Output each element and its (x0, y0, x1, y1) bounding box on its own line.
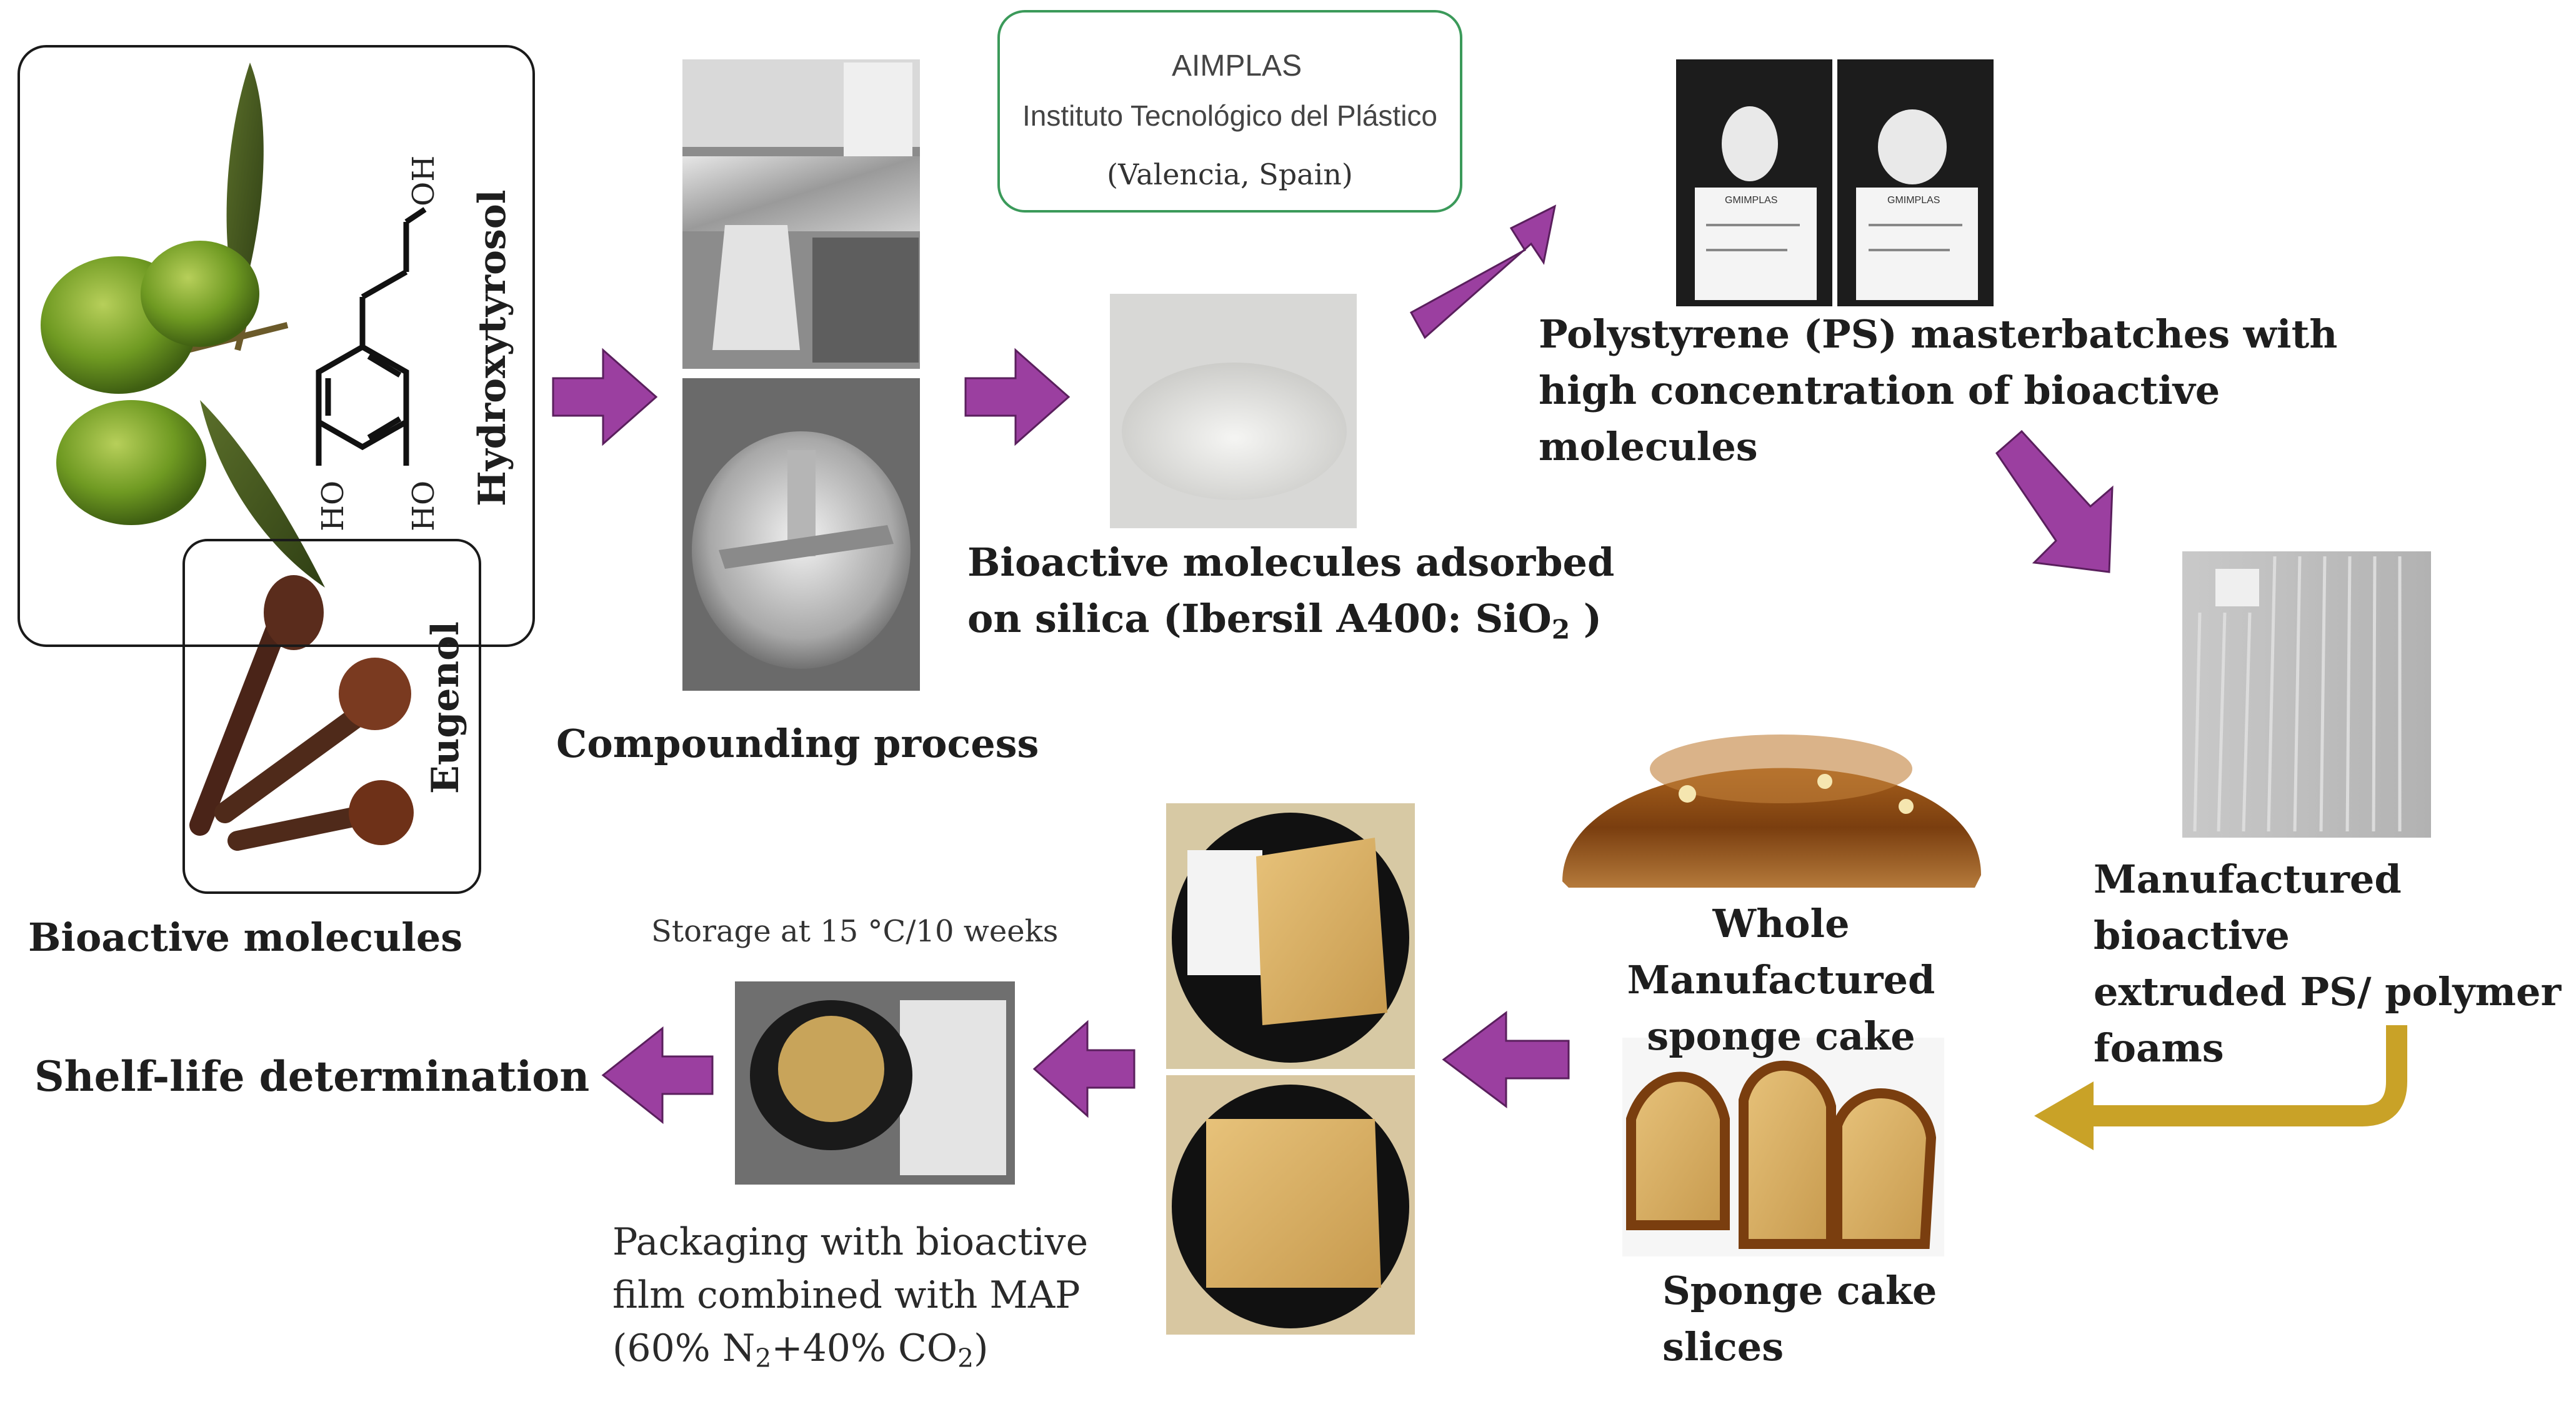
storage-caption: Storage at 15 °C/10 weeks (651, 914, 1059, 949)
shelf-life-caption: Shelf-life determination (34, 1052, 590, 1101)
packaging-line3-d: 2 (957, 1343, 974, 1374)
plated-cake-photo-1 (1166, 803, 1415, 1069)
masterbatch-line2: high concentration of bioactive (1539, 367, 2220, 413)
arrow-6 (1442, 1011, 1570, 1108)
masterbatch-bag-label-1: GMIMPLAS (1725, 195, 1778, 206)
chem-oh-label: OH (406, 155, 441, 206)
masterbatch-caption: Polystyrene (PS) masterbatches with high… (1539, 306, 2337, 475)
foams-line1: Manufactured bioactive (2094, 856, 2402, 958)
foams-line3: foams (2094, 1025, 2224, 1071)
whole-cake-caption: Whole Manufactured sponge cake (1556, 896, 2006, 1065)
aimplas-box: AIMPLAS Instituto Tecnológico del Plásti… (997, 10, 1462, 213)
arrow-4 (1995, 429, 2114, 573)
whole-cake-line1: Whole Manufactured (1627, 901, 1935, 1003)
arrow-1 (552, 348, 658, 446)
packaging-line1: Packaging with bioactive (612, 1220, 1089, 1264)
arrow-2 (964, 348, 1071, 446)
chem-ho-label-1: HO (316, 480, 351, 531)
slices-line2: slices (1662, 1323, 1784, 1370)
packaging-line3-a: (60% N (612, 1326, 756, 1371)
arrow-8 (601, 1026, 714, 1125)
aimplas-name: AIMPLAS (1172, 49, 1302, 83)
cake-slices-photo (1622, 1038, 1944, 1256)
compounding-caption: Compounding process (556, 721, 1039, 766)
packaging-line3-e: ) (974, 1326, 989, 1371)
cloves-picture (189, 575, 414, 851)
polymer-foam-photo (2182, 551, 2431, 838)
mixer-photo (682, 378, 920, 691)
plated-cake-photo-2 (1166, 1075, 1415, 1335)
whole-cake-photo (1562, 735, 1981, 888)
eugenol-box (182, 539, 481, 894)
hydroxytyrosol-structure (316, 207, 427, 466)
foams-line2: extruded PS/ polymer (2094, 968, 2562, 1015)
whole-cake-line2: sponge cake (1647, 1013, 1915, 1059)
silica-line2-suffix: ) (1570, 595, 1602, 641)
arrow-7 (1032, 1020, 1136, 1118)
silica-caption-line1: Bioactive molecules adsorbed (967, 539, 1615, 585)
packaging-line3-c: +40% CO (771, 1326, 958, 1371)
hydroxytyrosol-box (17, 45, 535, 647)
chem-ho-label-2: HO (406, 480, 441, 531)
packaging-caption: Packaging with bioactive film combined w… (612, 1216, 1088, 1377)
packaging-line2: film combined with MAP (612, 1273, 1081, 1318)
silica-caption-line2: on silica (Ibersil A400: SiO2 ) (967, 591, 1614, 649)
arrow-5-gold-head (2034, 1081, 2094, 1150)
foams-caption: Manufactured bioactive extruded PS/ poly… (2094, 851, 2576, 1076)
eugenol-label: Eugenol (424, 621, 467, 794)
bioactive-molecules-caption: Bioactive molecules (28, 915, 463, 960)
arrow-3 (1409, 204, 1557, 339)
silica-line2-prefix: on silica (Ibersil A400: SiO (967, 595, 1552, 641)
slices-line1: Sponge cake (1662, 1268, 1937, 1313)
masterbatch-bags-photo (1676, 59, 1994, 306)
masterbatch-line1: Polystyrene (PS) masterbatches with (1539, 311, 2338, 357)
packaged-cake-photo (735, 981, 1015, 1185)
slices-caption: Sponge cake slices (1662, 1263, 1937, 1375)
masterbatch-bag-label-2: GMIMPLAS (1887, 195, 1940, 206)
silica-caption: Bioactive molecules adsorbed on silica (… (967, 534, 1614, 649)
aimplas-location: (Valencia, Spain) (1107, 158, 1353, 191)
extruder-photo (682, 59, 920, 369)
aimplas-institute: Instituto Tecnológico del Plástico (1022, 99, 1437, 132)
silica-line2-sub: 2 (1551, 613, 1570, 645)
masterbatch-line3: molecules (1539, 423, 1758, 469)
packaging-line3: (60% N2+40% CO2) (612, 1322, 1088, 1377)
packaging-line3-b: 2 (755, 1343, 772, 1374)
silica-powder-photo (1110, 294, 1357, 528)
hydroxytyrosol-label: Hydroxytyrosol (471, 189, 514, 506)
arrow-5-gold (2081, 1025, 2407, 1126)
